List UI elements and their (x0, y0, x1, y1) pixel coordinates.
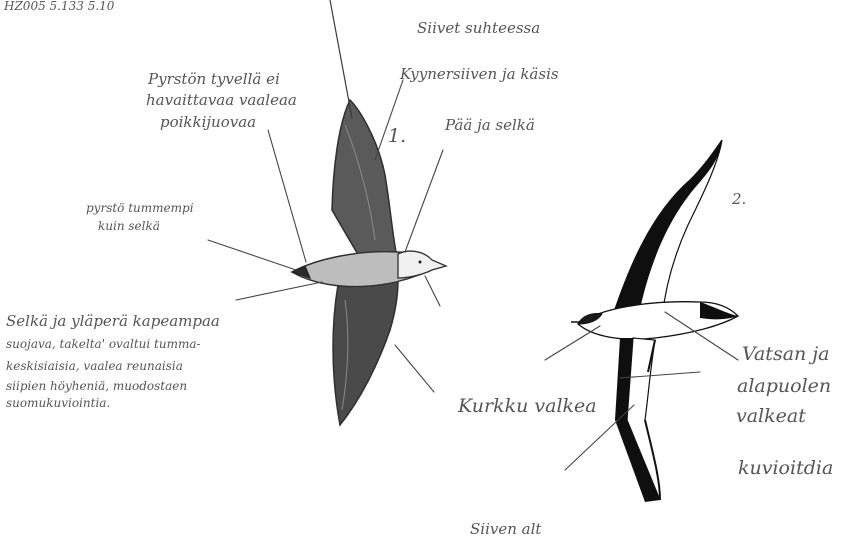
label-tail-darker-2: kuin selkä (98, 219, 160, 233)
bird-2-body (578, 302, 738, 340)
label-throat: Kurkku valkea (457, 395, 597, 417)
bird-2-upper-wing-edge (612, 140, 722, 318)
bird-1-number: 1. (388, 125, 406, 147)
label-tail-base-line-1: Pyrstön tyvellä ei (147, 70, 280, 88)
header-code: HZ005 5.133 5.10 (3, 0, 115, 13)
label-back-rump-5: suomukuviointia. (6, 396, 110, 410)
bird-1-top-stroke (330, 0, 352, 118)
label-back-rump-2: suojava, takelta' ovaltui tumma- (6, 337, 201, 351)
label-head-back: Pää ja selkä (444, 116, 535, 134)
label-tail-base-line-3: poikkijuovaa (160, 113, 256, 131)
label-back-rump-3: keskisiaisia, vaalea reunaisia (6, 359, 183, 373)
bird-1-drawing (292, 0, 446, 425)
bird-1-upper-wing (332, 100, 396, 258)
label-tail-base-line-2: havaittavaa vaaleaa (146, 91, 297, 109)
label-belly-1: Vatsan ja (742, 343, 830, 365)
bird-1-eye (419, 261, 422, 264)
label-back-rump-1: Selkä ja yläperä kapeampaa (6, 312, 220, 330)
bird-1-head (398, 251, 446, 278)
label-tail-darker-1: pyrstö tummempi (86, 201, 194, 215)
bird-2-drawing (571, 140, 738, 502)
bird-2-number: 2. (731, 190, 746, 208)
label-wings-relation: Siivet suhteessa (417, 19, 540, 37)
label-back-rump-4: siipien höyheniä, muodostaen (6, 379, 187, 393)
label-belly-2: alapuolen (737, 375, 831, 397)
label-wing-bottom: Siiven alt (470, 520, 542, 538)
label-belly-4: kuvioitdia (738, 457, 833, 479)
label-arm-hand: Kyynersiiven ja käsis (399, 65, 559, 83)
label-belly-3: valkeat (736, 405, 806, 427)
